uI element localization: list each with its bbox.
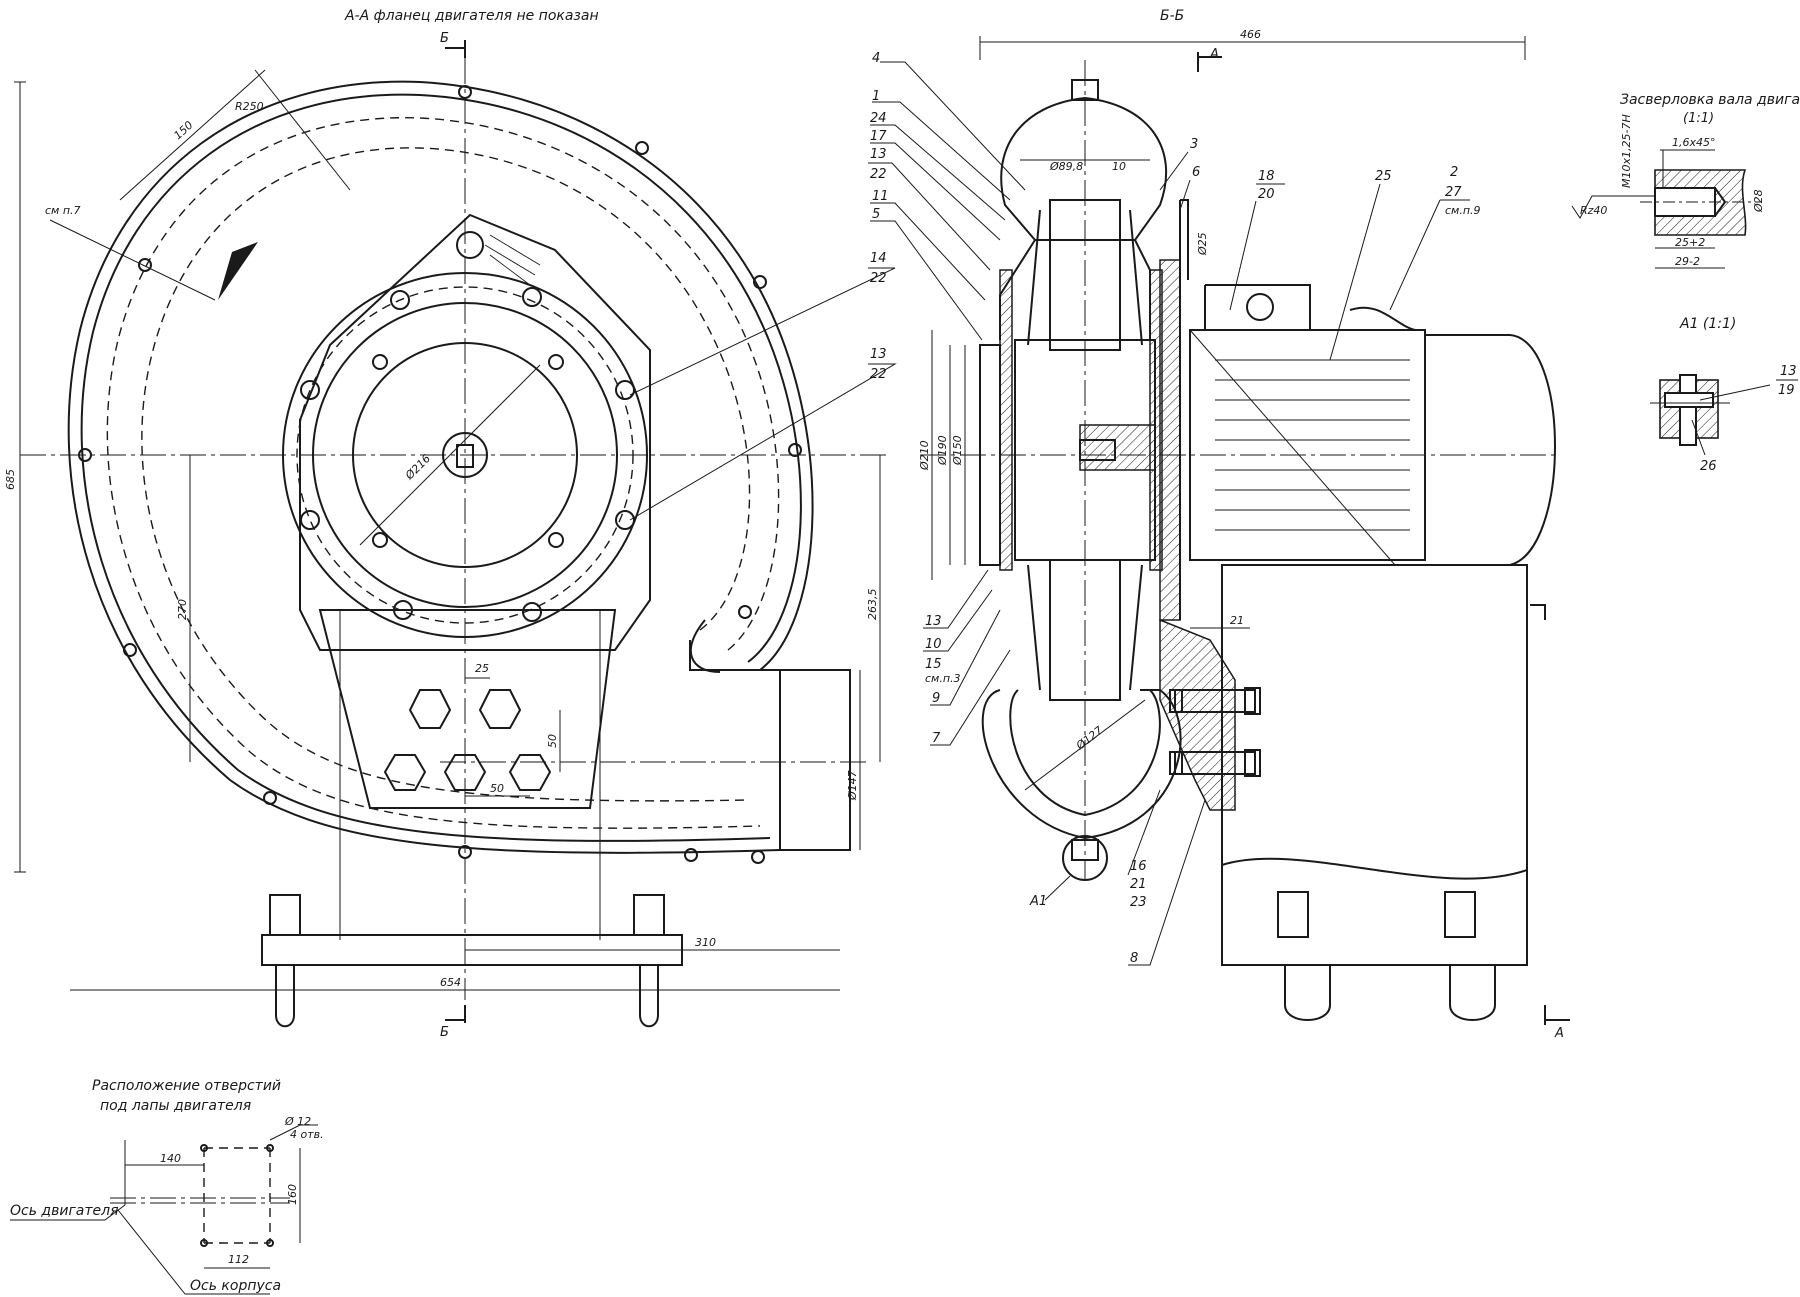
- part-8: 8: [1130, 951, 1138, 966]
- callout-a1: А1: [1029, 894, 1047, 909]
- axis-motor-label: Ось двигателя: [10, 1203, 119, 1219]
- dim-phi210: Ø210: [918, 440, 931, 471]
- part-16: 16: [1130, 859, 1147, 874]
- part-1: 1: [872, 89, 880, 104]
- dim-21: 21: [1230, 614, 1244, 627]
- part-27: 27: [1445, 185, 1462, 200]
- see-3: см.п.3: [925, 672, 961, 685]
- marker-b-top: Б: [440, 31, 449, 46]
- dim-phi150: Ø150: [951, 435, 964, 466]
- part-24: 24: [870, 111, 887, 126]
- detail-a1: А1 (1:1) 13 19 26: [1650, 316, 1798, 474]
- four-holes: 4 отв.: [290, 1128, 324, 1141]
- axis-body-label: Ось корпуса: [190, 1278, 281, 1294]
- part-13a: 13: [870, 147, 887, 162]
- part-13c: 13: [925, 614, 942, 629]
- part-13d: 13: [1780, 364, 1797, 379]
- part-2: 2: [1450, 165, 1458, 180]
- part-20: 20: [1258, 187, 1275, 202]
- part-22c: 22: [870, 367, 887, 382]
- part-23: 23: [1130, 895, 1147, 910]
- part-17: 17: [870, 129, 887, 144]
- dim-263: 263,5: [866, 589, 879, 621]
- dim-654: 654: [440, 976, 461, 989]
- part-3: 3: [1190, 137, 1198, 152]
- part-18: 18: [1258, 169, 1275, 184]
- leaders-right: 3 6 18 20 25 2 27 см.п.9 14 22 13 22 16 …: [629, 137, 1481, 966]
- dim-140: 140: [160, 1152, 181, 1165]
- part-22b: 22: [870, 271, 887, 286]
- part-13b: 13: [870, 347, 887, 362]
- dim-phi127: Ø127: [1073, 724, 1105, 753]
- dim-phi12: Ø 12: [284, 1115, 311, 1128]
- part-25: 25: [1375, 169, 1392, 184]
- part-21: 21: [1130, 877, 1147, 892]
- title-shaft-drill: Засверловка вала двигателя: [1620, 92, 1800, 108]
- part-14: 14: [870, 251, 887, 266]
- dim-10: 10: [1112, 160, 1126, 173]
- title-section-bb: Б-Б: [1160, 8, 1184, 24]
- view-aa: А-А фланец двигателя не показан Б Б: [4, 8, 890, 1040]
- view-bb: Б-Б 466 А А А1 Ø210 Ø190 Ø150: [629, 8, 1570, 1041]
- part-7: 7: [932, 731, 941, 746]
- marker-a-top: А: [1209, 47, 1219, 62]
- part-22a: 22: [870, 167, 887, 182]
- part-15: 15: [925, 657, 942, 672]
- title-section-aa: А-А фланец двигателя не показан: [344, 8, 599, 24]
- dim-m10: М10х1,25-7Н: [1620, 114, 1633, 188]
- marker-b-bottom: Б: [440, 1025, 449, 1040]
- dim-685: 685: [4, 469, 17, 490]
- dim-phi147: Ø147: [846, 770, 859, 801]
- dim-chamfer: 1,6х45°: [1672, 136, 1716, 149]
- dim-50h: 50: [490, 782, 504, 795]
- title-holes-1: Расположение отверстий: [92, 1078, 281, 1094]
- dim-466: 466: [1240, 28, 1261, 41]
- dim-phi190: Ø190: [936, 435, 949, 466]
- detail-shaft-drill: Засверловка вала двигателя (1:1) М10х1,2…: [1571, 92, 1800, 269]
- foot-left: [269, 894, 301, 1028]
- part-19: 19: [1778, 383, 1795, 398]
- foot-right: [633, 894, 665, 1028]
- note-see-7: см п.7: [45, 204, 81, 217]
- motor-fins: [1215, 359, 1410, 531]
- see-9: см.п.9: [1445, 204, 1481, 217]
- part-11: 11: [872, 189, 889, 204]
- part-9: 9: [932, 691, 940, 706]
- title-shaft-drill-scale: (1:1): [1683, 111, 1714, 126]
- part-4: 4: [872, 51, 880, 66]
- leaders-left: 4 1 24 17 13 22 11 5 13 10 15 см.п.3 9 7: [868, 51, 1026, 746]
- part-26: 26: [1700, 459, 1717, 474]
- title-detail-a1: А1 (1:1): [1679, 316, 1736, 332]
- dim-phi25: Ø25: [1196, 232, 1209, 256]
- dim-25p: 25+2: [1675, 236, 1705, 249]
- dim-150: 150: [171, 119, 195, 143]
- dim-phi28: Ø28: [1752, 189, 1765, 213]
- detail-motor-holes: Расположение отверстий под лапы двигател…: [10, 1078, 324, 1295]
- marker-a-bottom: А: [1554, 1026, 1564, 1041]
- part-5: 5: [872, 207, 880, 222]
- dim-phi216: Ø216: [402, 452, 433, 483]
- dim-r250: R250: [235, 100, 264, 113]
- flange-bolts: [300, 287, 635, 622]
- part-10: 10: [925, 637, 942, 652]
- dim-29: 29-2: [1675, 255, 1700, 268]
- casing-bolts: [78, 85, 802, 864]
- dim-112: 112: [228, 1253, 249, 1266]
- dim-rz40: Rz40: [1580, 204, 1607, 217]
- dim-50v: 50: [546, 734, 559, 748]
- dim-phi89: Ø89,8: [1049, 160, 1083, 173]
- dim-160: 160: [286, 1184, 299, 1205]
- dim-310: 310: [695, 936, 716, 949]
- title-holes-2: под лапы двигателя: [100, 1098, 251, 1114]
- part-6: 6: [1192, 165, 1200, 180]
- dim-25: 25: [475, 662, 489, 675]
- dim-270: 270: [176, 599, 189, 620]
